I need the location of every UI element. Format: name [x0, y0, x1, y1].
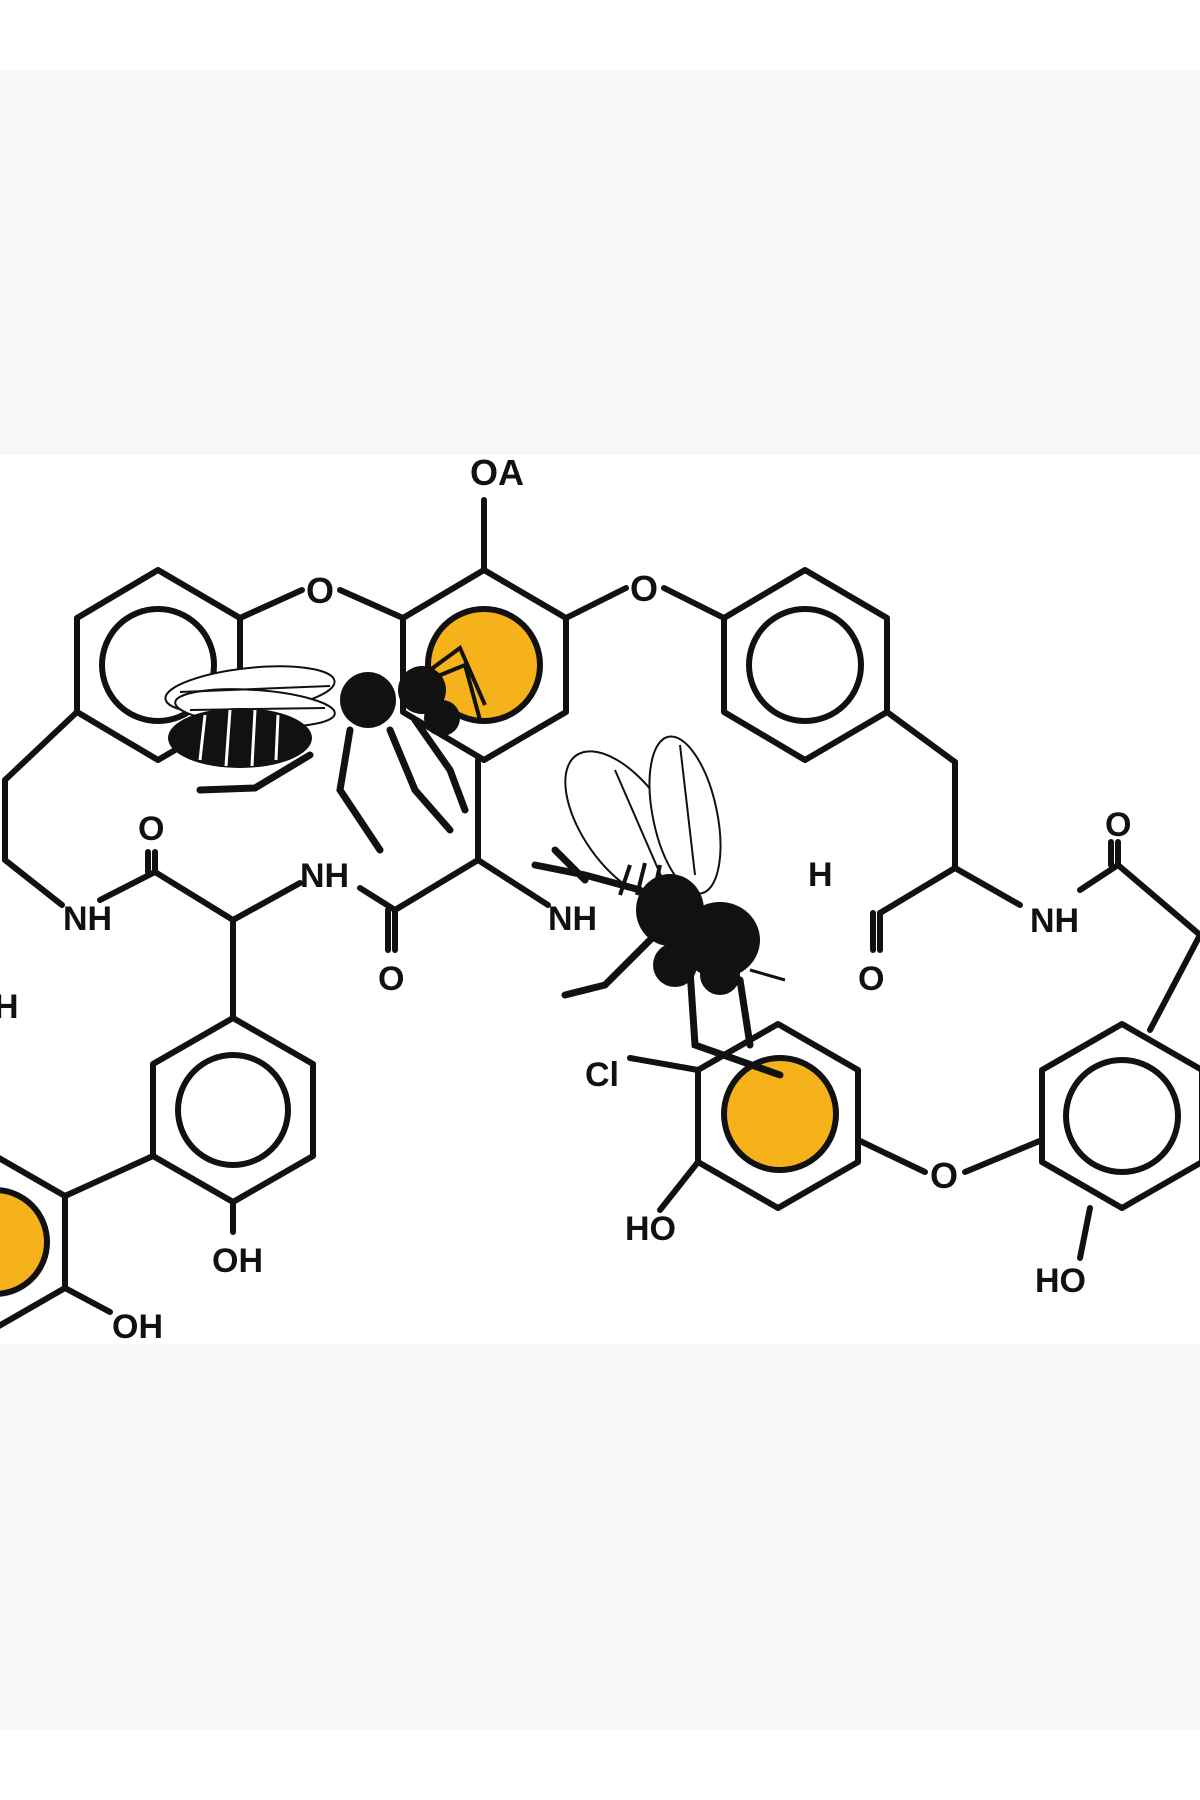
label-oh-2: OH — [112, 1308, 163, 1346]
label-left-h: H — [0, 988, 19, 1026]
label-nh-3: NH — [548, 900, 597, 938]
top-gray-band — [0, 70, 1200, 455]
benzene-ring-edge-left — [0, 1155, 68, 1329]
label-ether-o-right: O — [630, 568, 658, 609]
label-carbonyl-o-3: O — [858, 960, 884, 998]
honeybee-icon — [164, 644, 487, 854]
atom-labels: OA O O O NH NH O NH H O O NH H Cl O OH O… — [0, 452, 1131, 1346]
label-nh-2: NH — [300, 857, 349, 895]
molecular-bonds — [2, 497, 1200, 1315]
label-carbonyl-o-1: O — [138, 810, 164, 848]
benzene-ring-bottom-right — [1039, 1021, 1200, 1211]
benzene-ring-top-right — [721, 567, 890, 763]
label-oa: OA — [470, 452, 524, 493]
label-ho-1: HO — [625, 1210, 676, 1248]
label-oh-1: OH — [212, 1242, 263, 1280]
bottom-gray-band — [0, 1344, 1200, 1730]
honeybee-icon — [531, 735, 786, 1079]
label-ether-o-bottom: O — [930, 1155, 958, 1196]
label-nh-1: NH — [63, 900, 112, 938]
label-cl: Cl — [585, 1056, 619, 1094]
benzene-ring-bottom-left — [150, 1015, 316, 1205]
benzene-ring-top-middle — [400, 567, 569, 763]
label-ether-o-left: O — [306, 570, 334, 611]
label-ho-2: HO — [1035, 1262, 1086, 1300]
label-carbonyl-o-2: O — [378, 960, 404, 998]
label-nh-4: H — [808, 856, 833, 894]
label-carbonyl-o-4: O — [1105, 806, 1131, 844]
label-nh-5: NH — [1030, 902, 1079, 940]
